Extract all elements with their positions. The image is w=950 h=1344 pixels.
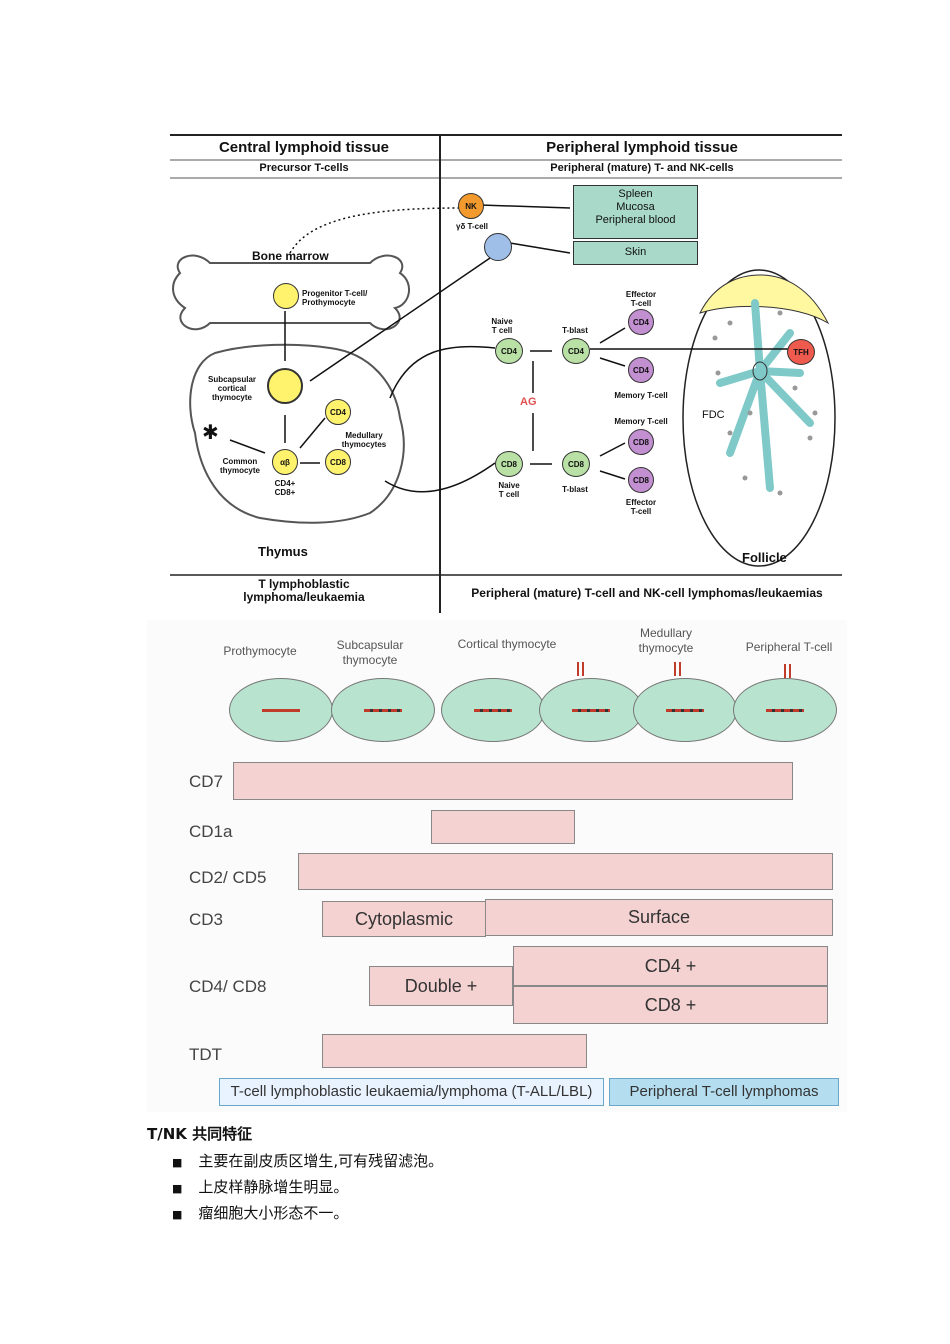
progenitor-label: Progenitor T-cell/ Prothymocyte [302,289,368,307]
sub-right: Peripheral (mature) T- and NK-cells [550,162,734,174]
dying-cell-icon: ✱ [202,422,219,444]
lymphoid-figure: Central lymphoid tissue Peripheral lymph… [170,133,845,613]
bar-cd1a [431,810,575,844]
bar-cd8-plus: CD8 + [513,986,828,1024]
receptor-mark [577,662,579,676]
effector-top-label: Effector T-cell [625,290,657,308]
memory-bottom-label: Memory T-cell [614,417,668,426]
bullet-list: ■主要在副皮质区增生,可有残留滤泡。 ■上皮样静脉增生明显。 ■瘤细胞大小形态不… [172,1150,443,1228]
effector-cd4-cell: CD4 [628,309,654,335]
row-cd4cd8: CD4/ CD8 [189,977,267,996]
ptcl-box: Peripheral T-cell lymphomas [609,1078,839,1106]
follicle-label: Follicle [742,550,787,565]
bullet-icon: ■ [172,1182,183,1195]
cell-cortical-1 [441,678,545,742]
list-item: ■主要在副皮质区增生,可有残留滤泡。 [172,1152,444,1170]
gd-label: γδ T-cell [456,222,488,231]
row-cd3: CD3 [189,910,224,929]
spleen-box: Spleen Mucosa Peripheral blood [573,185,698,239]
ag-label: AG [520,396,537,408]
ab-cell: αβ [272,449,298,475]
memory-cd8-cell: CD8 [628,429,654,455]
memory-cd4-cell: CD4 [628,357,654,383]
skin-box: Skin [573,241,698,265]
tblast-cd4-cell: CD4 [562,338,590,364]
common-thymocyte-label: Common thymocyte [219,457,260,475]
row-cd7: CD7 [189,772,224,791]
row-cd2cd5: CD2/ CD5 [189,868,267,887]
bar-cd3-surface: Surface [485,899,833,936]
fdc-label: FDC [702,409,725,421]
cd4cd8-label: CD4+ CD8+ [274,479,296,497]
cell-subcapsular [331,678,435,742]
bar-cd7 [233,762,793,800]
tall-box: T-cell lymphoblastic leukaemia/lymphoma … [219,1078,604,1106]
cell-cortical-2 [539,678,643,742]
row-tdt: TDT [189,1045,223,1064]
receptor-mark [789,664,791,678]
receptor-mark [674,662,676,676]
header-left: Central lymphoid tissue [218,139,390,156]
nk-cell: NK [458,193,484,219]
col-subcapsular: Subcapsular thymocyte [336,638,404,667]
receptor-mark [679,662,681,676]
medullary-label: Medullary thymocytes [341,431,387,449]
cell-medullary [633,678,737,742]
col-prothymocyte: Prothymocyte [223,644,297,658]
col-medullary: Medullary thymocyte [638,626,694,655]
figure-lines [170,134,842,613]
tfh-cell: TFH [787,339,815,365]
medullary-cd4-cell: CD4 [325,399,351,425]
section-heading: T/NK 共同特征 [147,1125,253,1143]
gd-cell [484,233,512,261]
col-cortical: Cortical thymocyte [457,637,557,651]
list-item: ■瘤细胞大小形态不一。 [172,1204,349,1222]
subcapsular-label: Subcapsular cortical thymocyte [207,375,256,402]
receptor-mark [582,662,584,676]
bar-cd3-cytoplasmic: Cytoplasmic [322,901,486,937]
bullet-icon: ■ [172,1208,183,1221]
tblast-bottom-label: T-blast [562,485,588,494]
progenitor-cell [273,283,299,309]
bar-cd2cd5 [298,853,833,890]
medullary-cd8-cell: CD8 [325,449,351,475]
bone-marrow-label: Bone marrow [252,249,329,263]
col-peripheral: Peripheral T-cell [745,640,833,654]
bullet-icon: ■ [172,1156,183,1169]
naive-cd4-cell: CD4 [495,338,523,364]
header-right: Peripheral lymphoid tissue [546,139,738,156]
effector-cd8-cell: CD8 [628,467,654,493]
naive-top-label: Naive T cell [491,317,513,335]
tblast-top-label: T-blast [562,326,588,335]
cell-peripheral [733,678,837,742]
footer-right: Peripheral (mature) T-cell and NK-cell l… [471,586,823,600]
row-cd1a: CD1a [189,822,233,841]
bar-tdt [322,1034,587,1068]
naive-cd8-cell: CD8 [495,451,523,477]
naive-bottom-label: Naive T cell [498,481,520,499]
memory-top-label: Memory T-cell [614,391,668,400]
cell-prothymocyte [229,678,333,742]
bar-double-plus: Double + [369,966,513,1006]
subcapsular-cell [267,368,303,404]
list-item: ■上皮样静脉增生明显。 [172,1178,349,1196]
thymus-label: Thymus [258,544,308,559]
tblast-cd8-cell: CD8 [562,451,590,477]
bar-cd4-plus: CD4 + [513,946,828,986]
receptor-mark [784,664,786,678]
sub-left: Precursor T-cells [259,162,349,174]
effector-bottom-label: Effector T-cell [625,498,657,516]
footer-left: T lymphoblastic lymphoma/leukaemia [243,577,365,604]
marker-figure: Prothymocyte Subcapsular thymocyte Corti… [147,620,847,1112]
